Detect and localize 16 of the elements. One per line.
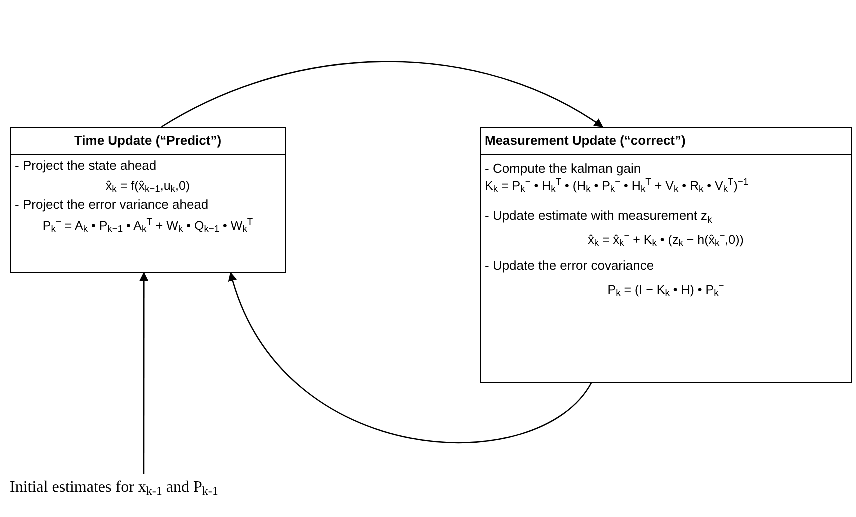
- step-text: - Update the error covariance: [484, 258, 656, 274]
- step-text: - Compute the kalman gain: [484, 160, 642, 177]
- step-text: - Project the error variance ahead: [14, 197, 210, 214]
- arrow: [161, 61, 604, 128]
- process-box: [480, 127, 852, 383]
- arrow: [140, 272, 149, 474]
- arrow: [229, 272, 592, 444]
- box-title: Time Update (“Predict”): [11, 128, 285, 154]
- note-text: Initial estimates for x$_{k-1}$ and P$_{k-1}$: [10, 478, 220, 498]
- process-box: [10, 127, 286, 273]
- box-title: Measurement Update (“correct”): [481, 128, 851, 154]
- step-text: - Project the state ahead: [14, 158, 158, 174]
- step-text: - Update estimate with measurement z$_{k}$: [484, 208, 714, 225]
- formula: x̂$_{k}$ = f(x̂$_{k−1}$,u$_{k}$,0): [104, 178, 192, 194]
- formula: x̂$_{k}$ = x̂$_{k}$$^{−}$ + K$_{k}$ • (z$_{k}$ − h(x̂$_{k}$$^{−}$,0)): [587, 232, 745, 248]
- formula: K$_{k}$ = P$_{k}$$^{−}$ • H$_{k}$$^{T}$ • (H$_{k}$ • P$_{k}$$^{−}$ • H$_{k}$$^{T}$ + V$_{k}$ • R$_{k}$ • V$_{k}$$^{T}$)$^{−1}$: [484, 178, 750, 194]
